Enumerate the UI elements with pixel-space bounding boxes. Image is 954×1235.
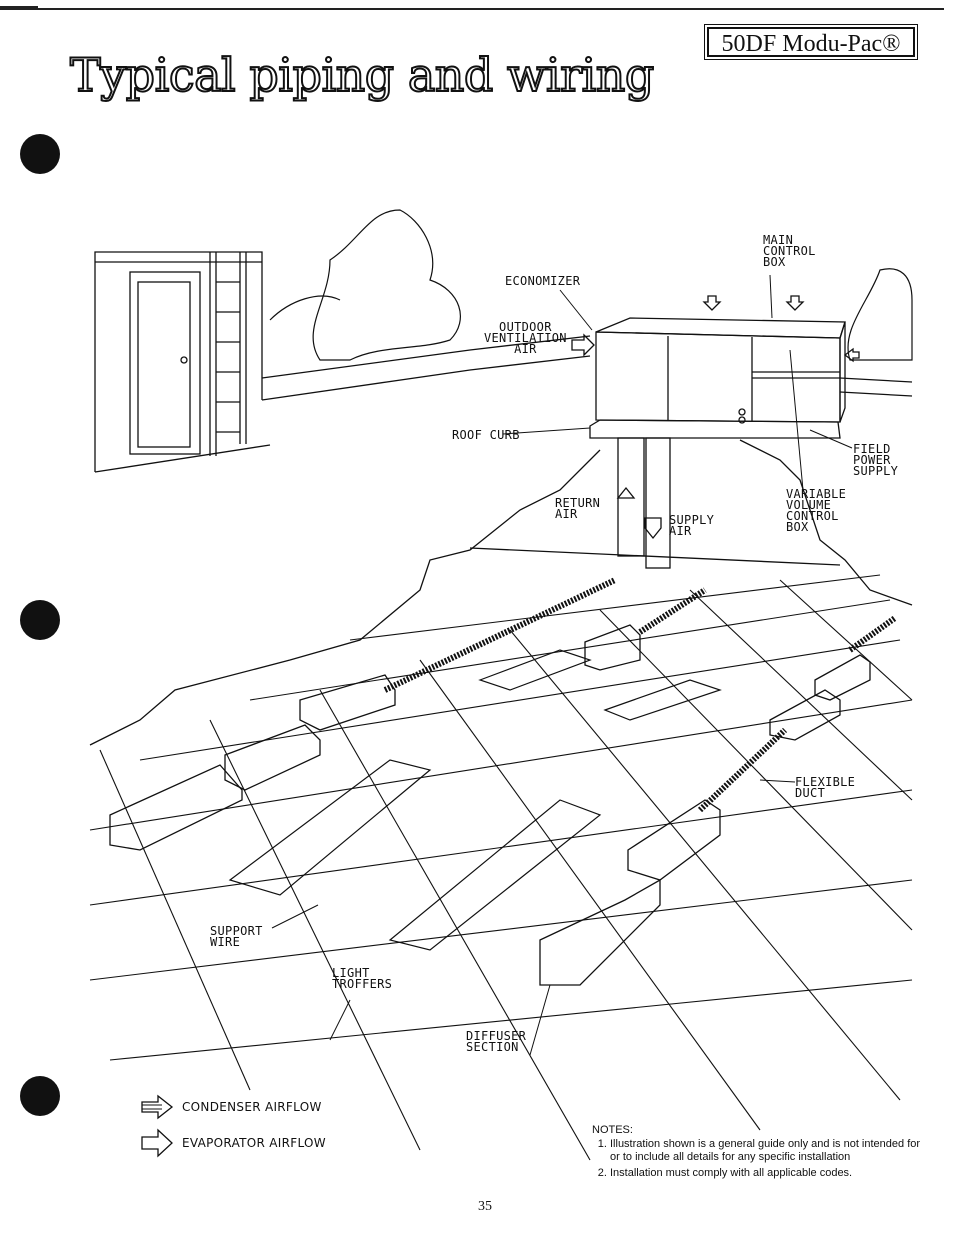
legend-evaporator-airflow: EVAPORATOR AIRFLOW xyxy=(140,1128,326,1158)
label-support-wire: SUPPORT WIRE xyxy=(210,924,263,949)
evaporator-airflow-arrow-icon xyxy=(141,1128,173,1158)
label-outdoor-ventilation-air: OUTDOOR VENTILATION AIR xyxy=(484,320,567,356)
condenser-airflow-arrow-icon xyxy=(141,1094,174,1120)
ceiling-grid xyxy=(89,574,913,1161)
label-variable-volume-control-box: VARIABLE VOLUME CONTROL BOX xyxy=(786,487,847,534)
trees-background xyxy=(269,209,913,361)
roof-cutaway-edge xyxy=(89,439,913,746)
light-troffers xyxy=(228,649,722,951)
label-flexible-duct: FLEXIBLE DUCT xyxy=(795,775,856,800)
legend-condenser-airflow: CONDENSER AIRFLOW xyxy=(140,1094,322,1120)
flexible-ducts xyxy=(383,577,897,813)
binder-hole-middle xyxy=(20,600,60,640)
binder-hole-top xyxy=(20,134,60,174)
label-economizer: ECONOMIZER xyxy=(505,274,581,288)
binder-hole-bottom xyxy=(20,1076,60,1116)
label-light-troffers: LIGHT TROFFERS xyxy=(332,966,393,991)
rooftop-unit xyxy=(589,317,846,439)
page-number: 35 xyxy=(478,1199,492,1214)
note-item: Illustration shown is a general guide on… xyxy=(610,1138,922,1164)
label-supply-air: SUPPLY AIR xyxy=(669,513,715,538)
roof-duct-risers xyxy=(616,437,671,569)
unit-airflow-arrows xyxy=(571,295,860,363)
legend-evaporator-label: EVAPORATOR AIRFLOW xyxy=(182,1136,326,1150)
notes-title: NOTES: xyxy=(592,1124,633,1136)
top-rule xyxy=(0,8,944,10)
note-item: Installation must comply with all applic… xyxy=(610,1167,922,1180)
notes: NOTES: Illustration shown is a general g… xyxy=(592,1124,922,1183)
label-field-power-supply: FIELD POWER SUPPLY xyxy=(853,442,899,478)
vav-boxes xyxy=(109,624,871,986)
building-with-door xyxy=(94,251,271,473)
top-rule-short xyxy=(0,6,38,8)
notes-list: Illustration shown is a general guide on… xyxy=(592,1138,922,1180)
label-leaders xyxy=(271,274,853,1056)
legend-condenser-label: CONDENSER AIRFLOW xyxy=(182,1100,322,1114)
label-main-control-box: MAIN CONTROL BOX xyxy=(763,233,816,269)
label-diffuser-section: DIFFUSER SECTION xyxy=(466,1029,527,1054)
label-return-air: RETURN AIR xyxy=(555,496,601,521)
roof-parapet xyxy=(261,335,913,401)
product-badge: 50DF Modu-Pac® xyxy=(704,24,918,60)
page-title: Typical piping and wiring xyxy=(69,47,655,103)
label-roof-curb: ROOF CURB xyxy=(452,428,520,442)
